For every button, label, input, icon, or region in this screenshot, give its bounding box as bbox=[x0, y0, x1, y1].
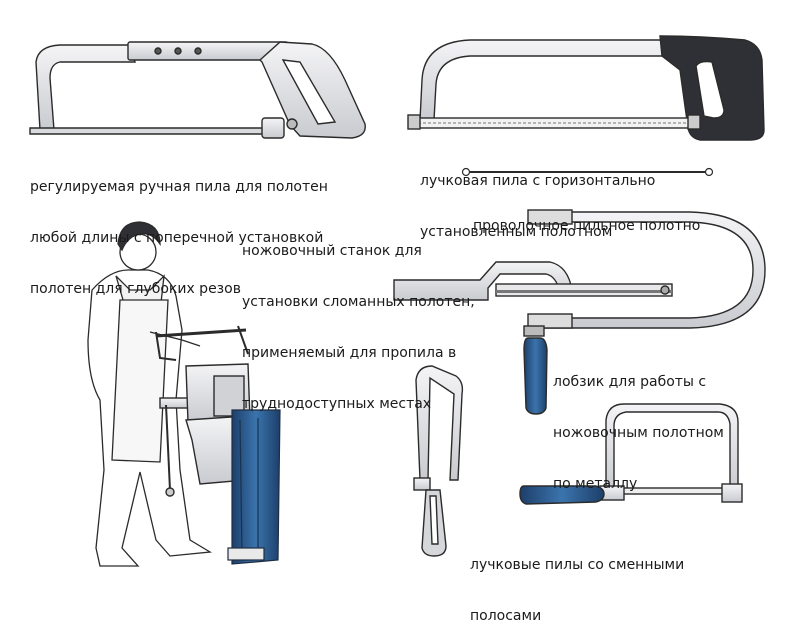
small-bow-saw-vertical bbox=[413, 365, 464, 557]
metal-jigsaw bbox=[523, 209, 766, 415]
bench-vise bbox=[155, 325, 251, 497]
workbench-wood bbox=[227, 409, 281, 565]
caption-adjustable-saw: регулируемая ручная пила для полотен люб… bbox=[30, 179, 328, 297]
broken-blade-saw-holder bbox=[393, 261, 673, 301]
worker-figure bbox=[87, 221, 213, 567]
adjustable-hand-saw bbox=[29, 41, 366, 139]
caption-bow-saws-replaceable: лучковые пилы со сменными полосами bbox=[470, 557, 685, 624]
caption-bow-saw-horizontal: лучковая пила с горизонтально установлен… bbox=[420, 173, 656, 240]
caption-wire-blade: проволочное пильное полотно bbox=[473, 218, 701, 234]
caption-broken-blade-holder: ножовочный станок для установки сломанны… bbox=[242, 243, 475, 412]
small-bow-saw-horizontal bbox=[519, 403, 743, 505]
hacksaw-types-illustration bbox=[29, 35, 766, 567]
bow-saw-horizontal bbox=[407, 35, 765, 141]
wire-saw-blade bbox=[461, 167, 714, 177]
caption-jigsaw: лобзик для работы с ножовочным полотном … bbox=[553, 374, 724, 492]
